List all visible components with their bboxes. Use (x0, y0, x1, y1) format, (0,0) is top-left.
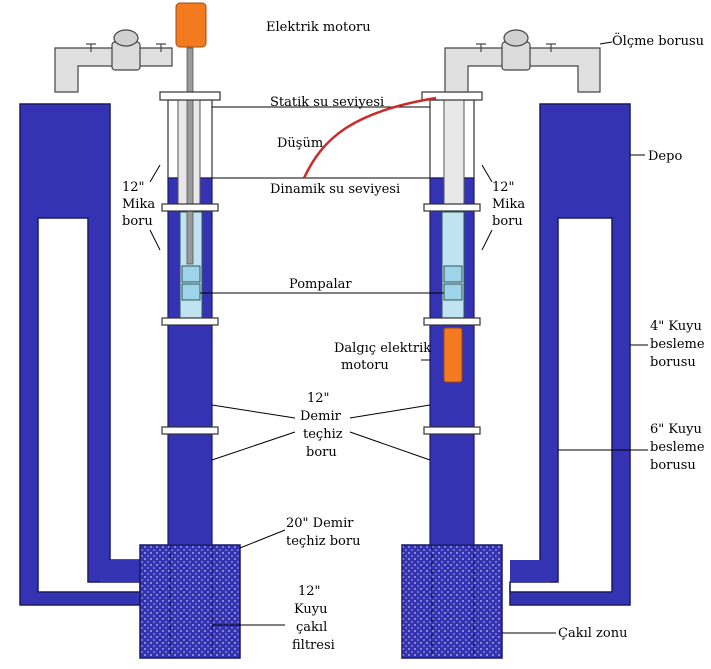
electric-motor (175, 2, 207, 48)
label-feed4-2: besleme (650, 337, 705, 352)
label-depot: Depo (648, 149, 682, 164)
label-pumps: Pompalar (289, 277, 352, 292)
label-drawdown: Düşüm (277, 136, 323, 151)
left-gravel-block (139, 544, 241, 659)
label-mica-left-3: boru (122, 214, 153, 229)
label-submersible-1: Dalgıç elektrik (334, 341, 431, 356)
label-filter-1: 12" (298, 584, 321, 599)
label-filter-4: filtresi (292, 638, 335, 653)
label-casing12-2: Demir (300, 409, 342, 424)
label-dynamic-level: Dinamik su seviyesi (270, 182, 400, 197)
right-feed-pipe-inner (509, 217, 613, 593)
label-feed6-2: besleme (650, 440, 705, 455)
label-mica-left-2: Mika (122, 197, 155, 212)
leader-lines (149, 41, 648, 634)
left-pump-unit-2 (181, 283, 201, 301)
left-pump-unit-1 (181, 265, 201, 283)
label-mica-right-3: boru (492, 214, 523, 229)
label-feed6-1: 6" Kuyu (650, 422, 702, 437)
right-feed-connector (510, 560, 550, 582)
right-well-head (444, 29, 601, 93)
drawdown-curve (302, 96, 437, 179)
label-casing20-1: 20" Demir (286, 516, 354, 531)
right-pump-unit-1 (443, 265, 463, 283)
label-mica-right-1: 12" (492, 180, 515, 195)
label-casing12-3: teçhiz (303, 427, 343, 442)
label-electric-motor: Elektrik motoru (266, 20, 371, 35)
label-mica-left-1: 12" (122, 180, 145, 195)
label-submersible-2: motoru (341, 358, 389, 373)
right-gravel-block (401, 544, 503, 659)
left-feed-connector (100, 560, 140, 582)
left-collars (159, 91, 221, 435)
label-gravel-zone: Çakıl zonu (558, 626, 627, 641)
right-pump-column (441, 211, 465, 319)
label-mica-right-2: Mika (492, 197, 525, 212)
label-casing12-4: boru (306, 445, 337, 460)
label-static-level: Statik su seviyesi (270, 95, 384, 110)
left-well-head (54, 29, 173, 93)
label-feed4-3: borusu (650, 355, 696, 370)
label-feed4-1: 4" Kuyu (650, 319, 702, 334)
right-pump-unit-2 (443, 283, 463, 301)
left-shaft (186, 47, 194, 265)
label-casing12-1: 12" (307, 391, 330, 406)
label-casing20-2: teçhiz boru (286, 534, 360, 549)
right-inner-pipe (443, 99, 465, 211)
label-feed6-3: borusu (650, 458, 696, 473)
label-filter-2: Kuyu (294, 602, 328, 617)
submersible-motor (443, 327, 463, 383)
label-measure-pipe: Ölçme borusu (612, 32, 704, 49)
label-filter-3: çakıl (296, 620, 327, 635)
